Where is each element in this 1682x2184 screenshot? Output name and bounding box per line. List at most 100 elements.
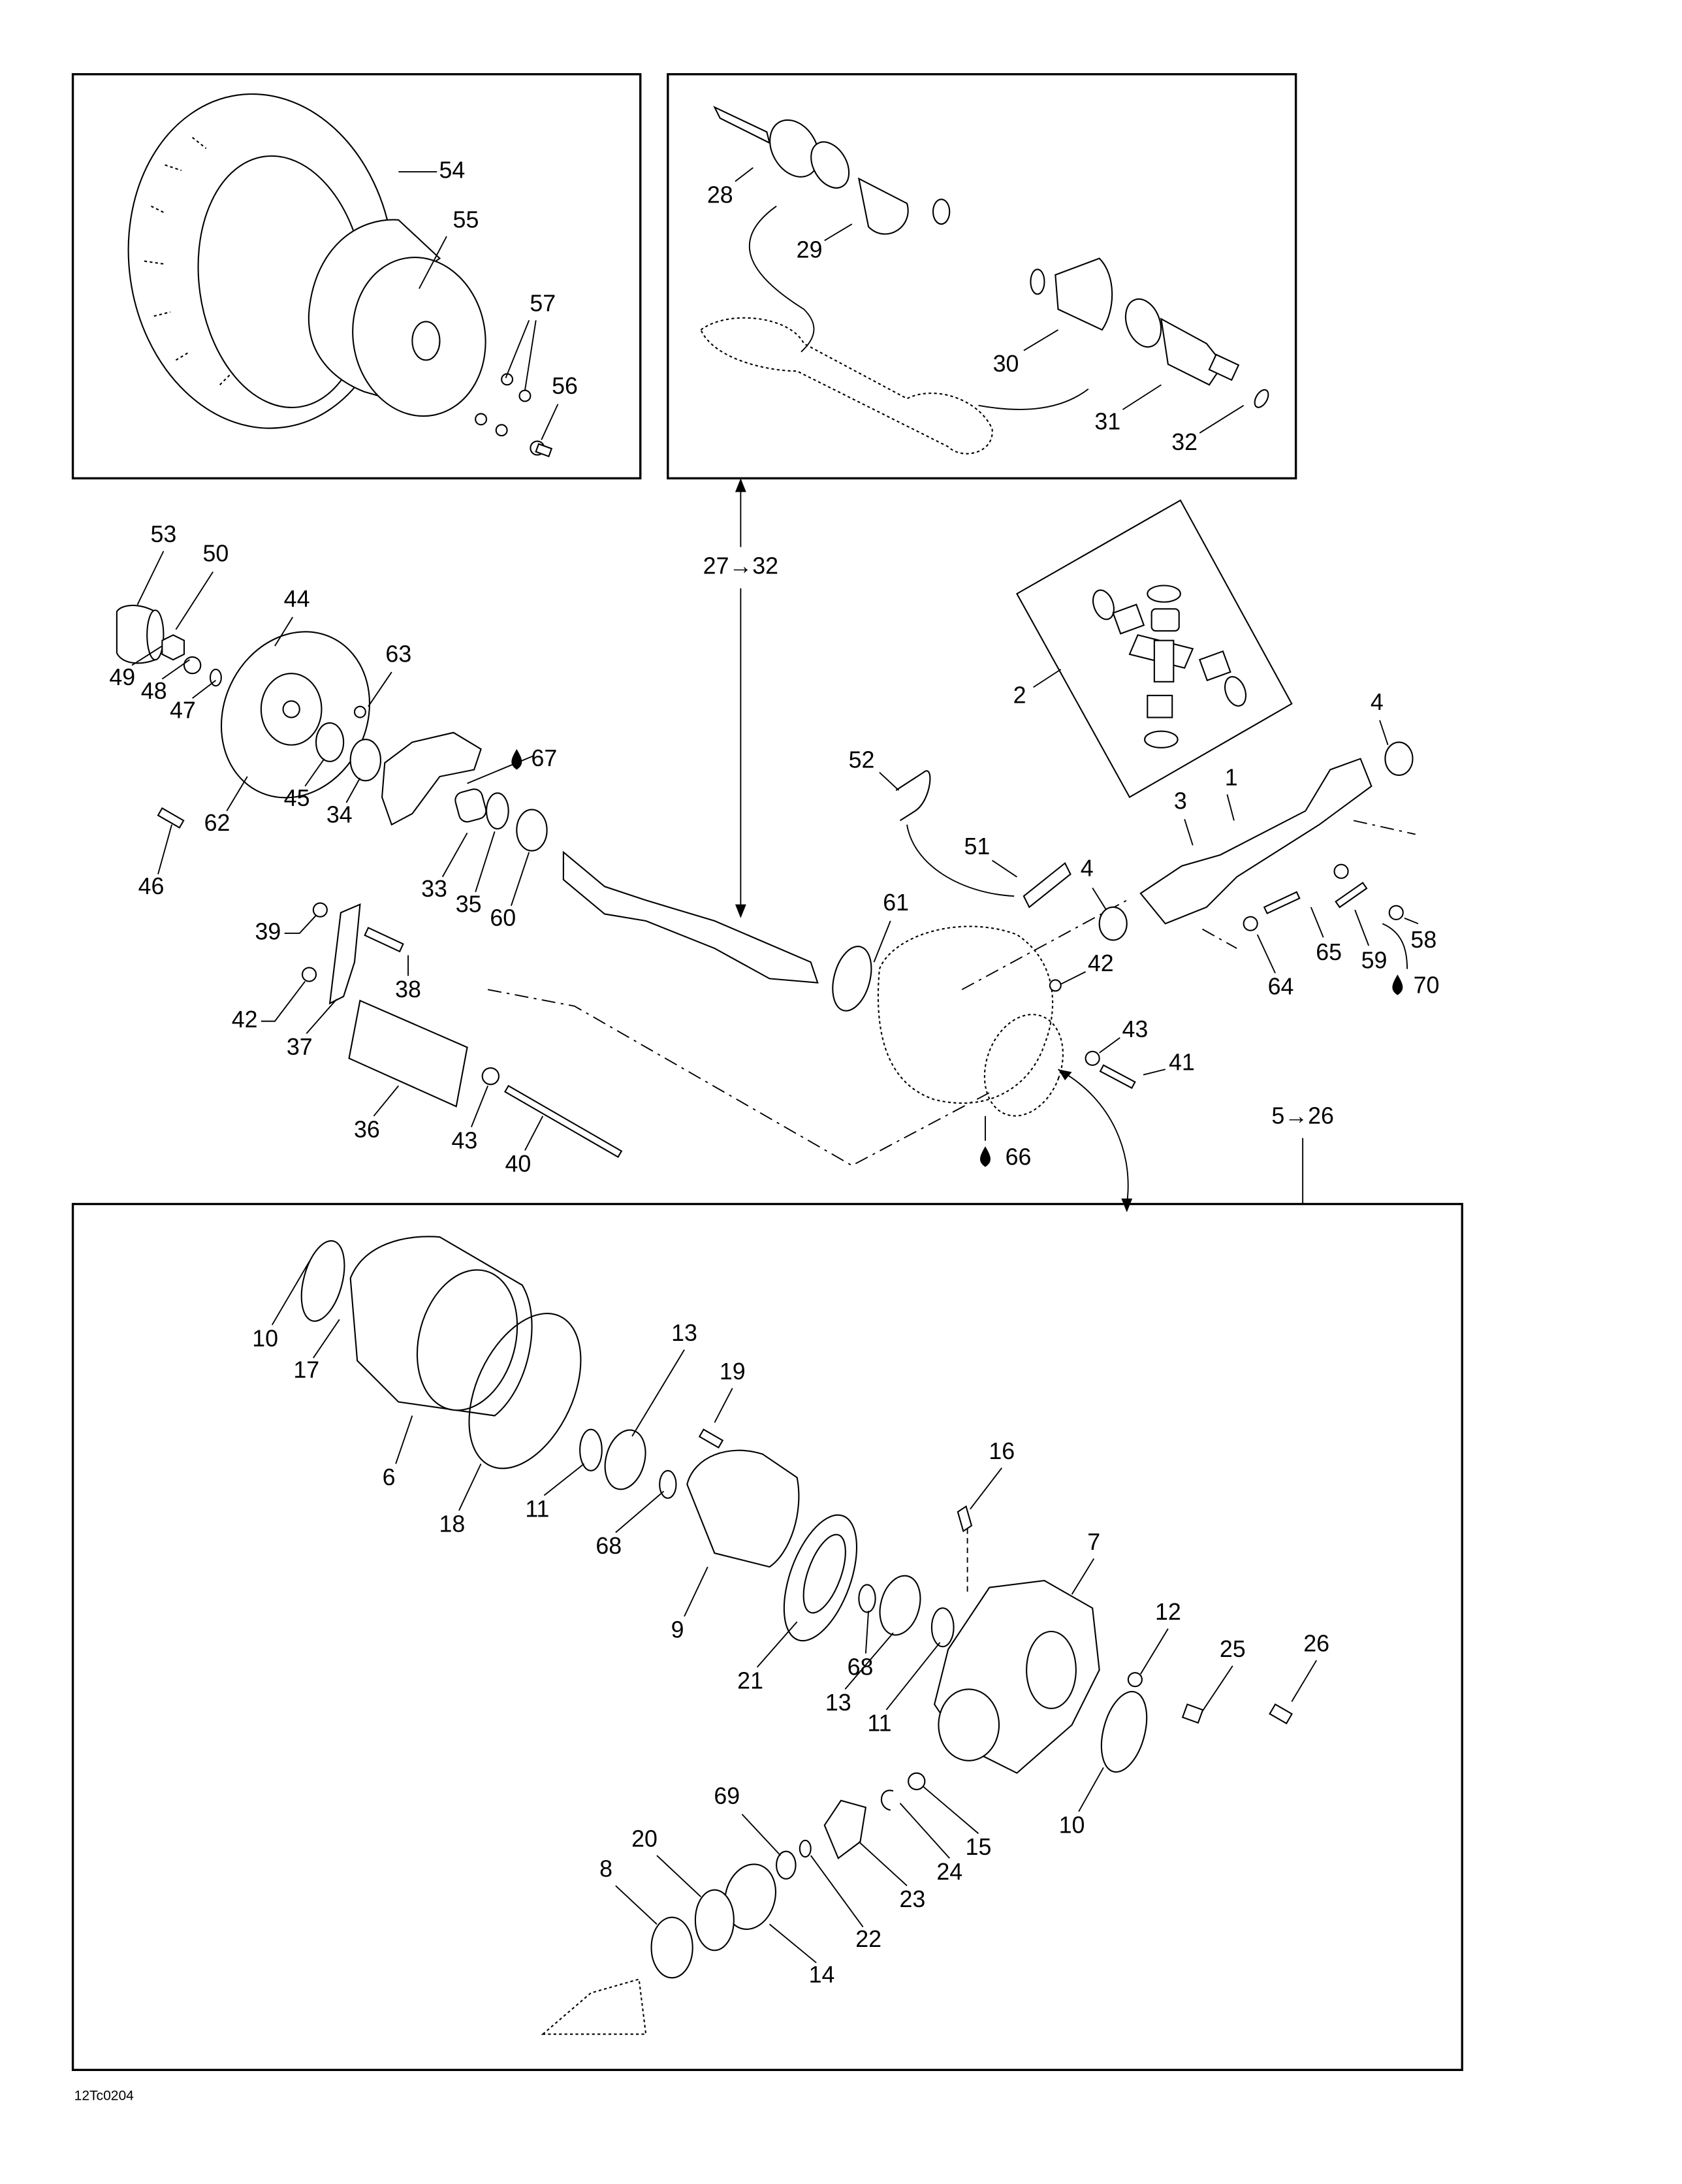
- callout-label-c41: 41: [1169, 1049, 1195, 1075]
- callout-label-c11a: 11: [525, 1496, 549, 1522]
- callout-label-c58: 58: [1410, 927, 1436, 953]
- callout-label-c67: 67: [532, 745, 558, 771]
- bushing-33-part: [454, 788, 487, 823]
- callout-label-c63: 63: [385, 641, 411, 667]
- callout-label-c18: 18: [439, 1511, 466, 1537]
- oil-seal-10b-part: [1100, 1691, 1148, 1773]
- callout-label-c16: 16: [989, 1438, 1015, 1464]
- propeller-shaft-part: [1098, 741, 1414, 941]
- callout-label-c4b: 4: [1081, 856, 1094, 882]
- wheel-stud-part: [530, 440, 553, 458]
- callout-label-c33: 33: [421, 876, 447, 902]
- input-yoke-part: [541, 1978, 647, 2035]
- callout-label-c25: 25: [1220, 1636, 1246, 1662]
- washer-43-part: [1085, 1050, 1100, 1067]
- skid-plate-centerline: [487, 989, 990, 1166]
- callout-label-c56: 56: [552, 373, 578, 399]
- nut-15-part: [908, 1772, 926, 1791]
- callout-label-c47: 47: [170, 698, 196, 724]
- callout-label-c43b: 43: [451, 1127, 477, 1153]
- callout-label-c38: 38: [395, 976, 421, 1003]
- callout-label-c54: 54: [439, 157, 466, 184]
- differential-group-frame: [71, 1202, 1463, 2072]
- callout-label-c49: 49: [109, 664, 135, 690]
- callout-label-c35: 35: [456, 891, 482, 917]
- callout-label-c57: 57: [530, 291, 556, 317]
- wheel-nuts-part: [475, 373, 532, 437]
- skid-plate-36-part: [348, 999, 468, 1108]
- callout-label-c64: 64: [1268, 974, 1294, 1000]
- dust-seal-part: [832, 946, 872, 1012]
- bearing-13b-part: [879, 1575, 921, 1636]
- callout-label-c62: 62: [204, 810, 230, 836]
- assembly-arrow-inner: [748, 205, 815, 353]
- bolt-38-part: [364, 927, 404, 953]
- callout-label-c48: 48: [141, 678, 167, 704]
- callout-label-c13a: 13: [671, 1320, 697, 1346]
- callout-label-c70: 70: [1414, 972, 1440, 998]
- callout-label-c21: 21: [737, 1667, 763, 1694]
- bracket-37-part: [328, 903, 361, 1005]
- washer-43b-part: [481, 1067, 500, 1085]
- shim-22-part: [799, 1839, 812, 1858]
- callout-label-c42a: 42: [1088, 950, 1114, 976]
- clip-assembly-arrow: [906, 824, 1015, 897]
- callout-label-c4a: 4: [1371, 689, 1384, 715]
- callout-label-c24: 24: [936, 1859, 962, 1885]
- oil-drop-icon-67: [511, 748, 522, 770]
- callout-label-c43a: 43: [1122, 1016, 1148, 1042]
- callout-label-c22: 22: [855, 1926, 881, 1952]
- bearing-13a-part: [604, 1429, 646, 1490]
- callout-label-c55: 55: [453, 206, 479, 233]
- driveshaft-group-frame: [667, 72, 1297, 480]
- o-ring-18-part: [468, 1313, 582, 1469]
- pinion-gear-23-part: [823, 1799, 867, 1859]
- callout-label-c44: 44: [284, 586, 310, 612]
- callout-label-c20: 20: [631, 1825, 658, 1852]
- callout-label-c9: 9: [671, 1616, 684, 1643]
- callout-label-c8: 8: [599, 1856, 612, 1882]
- bolt-41-part: [1099, 1064, 1136, 1089]
- callout-label-c14: 14: [809, 1962, 835, 1988]
- callout-label-c26: 26: [1303, 1631, 1329, 1657]
- o-ring-35-part: [485, 792, 509, 830]
- differential-housing-part: [877, 925, 1064, 1117]
- outer-cv-joint-part: [713, 105, 850, 189]
- bearing-45-part: [315, 722, 345, 762]
- callout-label-c32: 32: [1171, 429, 1198, 455]
- callout-label-c28: 28: [707, 182, 733, 208]
- callout-label-c2: 2: [1013, 682, 1026, 708]
- differential-housing-7-part: [933, 1580, 1100, 1774]
- circlip-part: [1254, 389, 1269, 408]
- callout-label-c61: 61: [883, 890, 909, 916]
- bearing-14-part: [724, 1863, 777, 1930]
- assembly-arrow-outer: [978, 388, 1089, 410]
- plug-25-part: [1181, 1703, 1204, 1724]
- callout-label-c34: 34: [326, 802, 353, 828]
- screw-63-part: [353, 705, 366, 718]
- driveshaft-range-arrow: [735, 478, 746, 918]
- vent-16-part: [957, 1505, 973, 1533]
- knuckle-part: [381, 731, 482, 826]
- rim-part: [308, 219, 486, 417]
- circlip-24-part: [880, 1790, 894, 1811]
- differential-cover-6-part: [349, 1236, 533, 1417]
- callout-label-c66: 66: [1006, 1144, 1032, 1170]
- callout-label-c50: 50: [203, 541, 229, 567]
- bearing-60-part: [516, 809, 548, 852]
- callout-label-c40: 40: [505, 1151, 532, 1177]
- callout-label-c59: 59: [1361, 948, 1388, 974]
- shim-68a-part: [659, 1469, 677, 1499]
- callout-label-c10a: 10: [252, 1325, 278, 1351]
- callout-label-c17: 17: [293, 1357, 319, 1383]
- seal-11b-part: [930, 1607, 955, 1648]
- callout-label-c5-26: 5→26: [1271, 1102, 1333, 1129]
- callout-label-c39: 39: [255, 918, 281, 944]
- callout-label-c12: 12: [1155, 1599, 1181, 1625]
- boot-kit-part: [857, 177, 951, 235]
- bolt-40-part: [503, 1085, 623, 1159]
- callout-label-c27-32: 27→32: [703, 553, 778, 579]
- callout-label-c7: 7: [1087, 1529, 1100, 1555]
- differential-case-9-part: [686, 1428, 800, 1568]
- retainer-20-part: [694, 1889, 735, 1951]
